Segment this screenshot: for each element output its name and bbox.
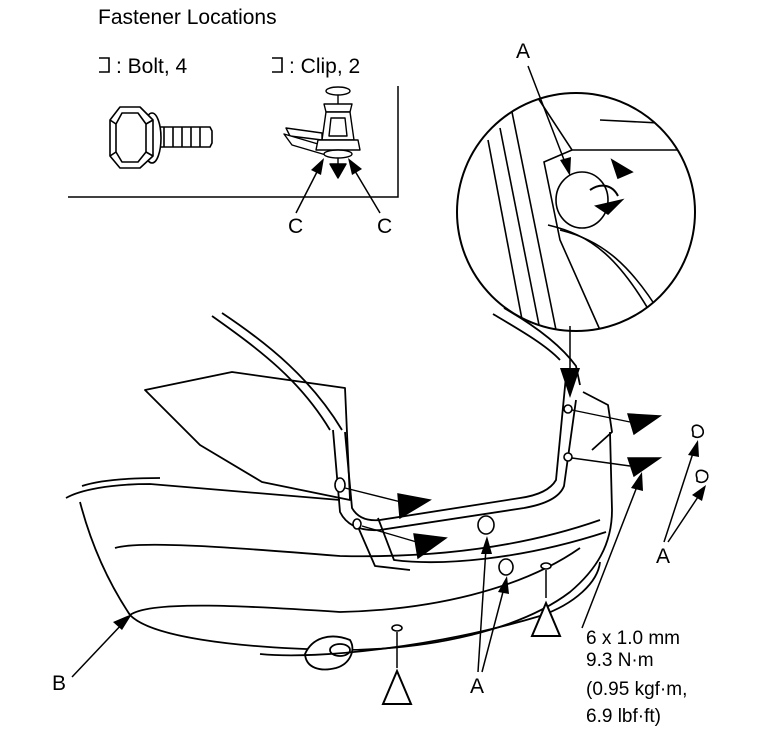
bolt-icon <box>109 106 213 169</box>
clip-symbol-icon <box>272 57 283 73</box>
torque-nm: 9.3 N·m <box>586 650 654 671</box>
clip-icon <box>283 86 361 179</box>
arrowhead-icon <box>627 413 663 436</box>
clip-legend-label: : Clip, 2 <box>289 55 360 78</box>
legend-frame <box>68 86 399 198</box>
bolt-legend-label: : Bolt, 4 <box>116 55 188 78</box>
callout-label-a: A <box>516 40 530 63</box>
removal-arrows <box>344 409 663 560</box>
clip-icon <box>695 469 709 484</box>
loose-clips <box>691 424 709 484</box>
callout-a-bottom: A <box>470 536 509 698</box>
callout-a-right: A <box>656 440 706 568</box>
torque-spec-leader <box>581 472 643 629</box>
torque-kgfm: (0.95 kgf·m, <box>586 679 687 700</box>
rear-glass <box>144 371 351 501</box>
detail-magnifier: A <box>456 40 696 398</box>
arrow-down-icon <box>560 368 580 398</box>
arrowhead-icon <box>627 457 663 478</box>
fastener-legend: Fastener Locations : Bolt, 4 : Clip, 2 <box>68 6 399 238</box>
arrowhead-icon <box>413 533 448 560</box>
clip-legend-entry: : Clip, 2 <box>272 55 360 78</box>
bolt-legend-entry: : Bolt, 4 <box>99 55 188 78</box>
bolt-symbol-icon <box>99 57 110 73</box>
triangle-outline-icon <box>381 668 413 705</box>
callout-label-c: C <box>288 215 303 238</box>
tailgate-opening <box>344 375 567 522</box>
callout-label-a: A <box>656 545 670 568</box>
triangle-outline-icon <box>530 600 562 637</box>
vehicle-rear <box>65 307 613 671</box>
callout-a-detail: A <box>516 40 571 176</box>
callout-c-left: C <box>288 158 324 238</box>
callout-label-b: B <box>52 672 66 695</box>
callout-b: B <box>52 614 132 695</box>
legend-title: Fastener Locations <box>98 6 277 29</box>
torque-specification: 6 x 1.0 mm 9.3 N·m (0.95 kgf·m, 6.9 lbf·… <box>586 628 687 727</box>
callout-label-a: A <box>470 675 484 698</box>
fastener-holes <box>334 404 573 632</box>
torque-lbfft: 6.9 lbf·ft) <box>586 706 661 727</box>
clip-icon <box>691 424 705 439</box>
arrowhead-icon <box>397 493 432 520</box>
callout-label-c: C <box>377 215 392 238</box>
bolt-size: 6 x 1.0 mm <box>586 628 680 649</box>
callout-c-right: C <box>348 158 392 238</box>
bolt-location-markers <box>381 570 562 705</box>
